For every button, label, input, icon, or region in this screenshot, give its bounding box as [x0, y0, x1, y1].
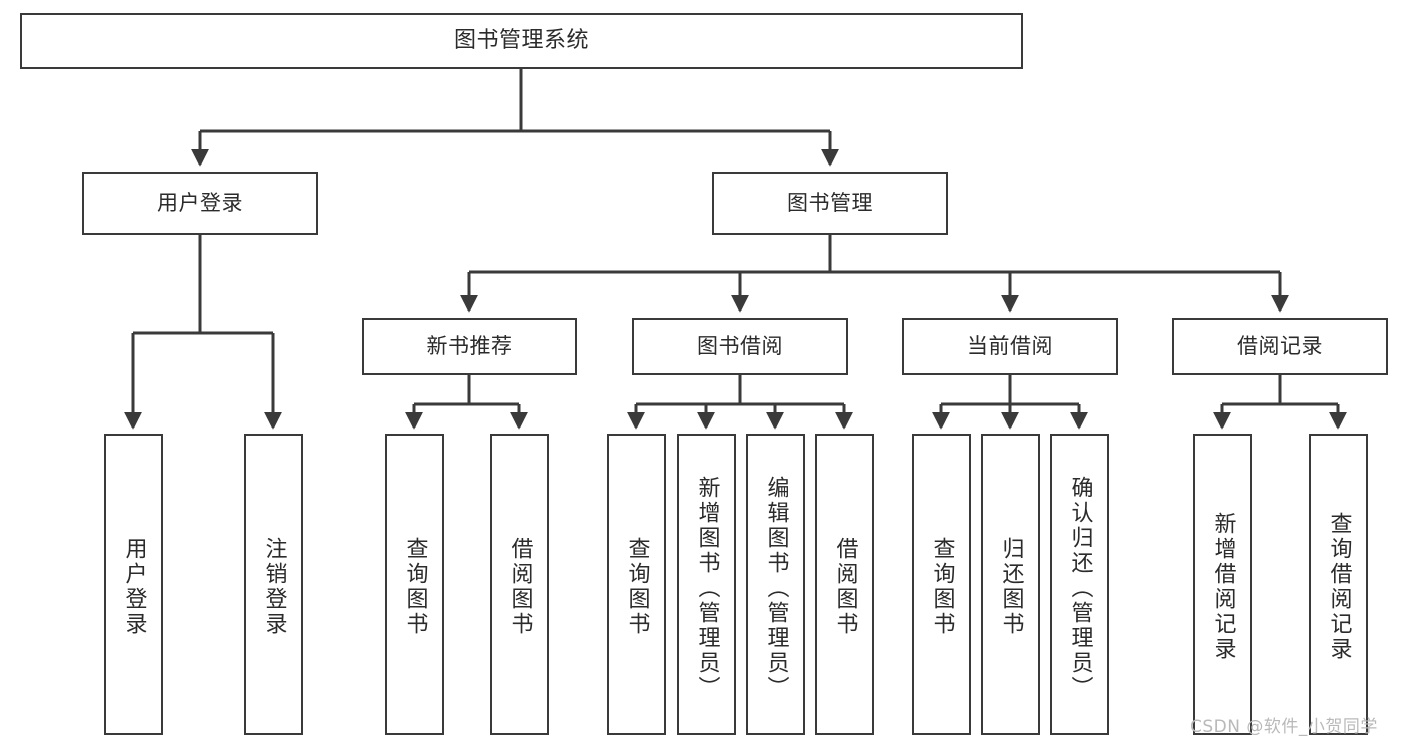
node-label: 用户登录: [121, 536, 147, 637]
leaf-edit-book-admin[interactable]: 编辑图书（管理员）: [746, 434, 805, 735]
node-label: 新增借阅记录: [1210, 511, 1236, 662]
node-label: 新书推荐: [426, 334, 513, 359]
node-user-login[interactable]: 用户登录: [82, 172, 318, 235]
leaf-return-book[interactable]: 归还图书: [981, 434, 1040, 735]
leaf-confirm-return-admin[interactable]: 确认归还（管理员）: [1050, 434, 1109, 735]
node-label: 借阅图书: [507, 536, 533, 637]
node-label: 查询图书: [624, 536, 650, 637]
leaf-query-book-current[interactable]: 查询图书: [912, 434, 971, 735]
leaf-add-borrow-record[interactable]: 新增借阅记录: [1193, 434, 1252, 735]
node-root-book-management-system[interactable]: 图书管理系统: [20, 13, 1023, 69]
leaf-query-book-recommend[interactable]: 查询图书: [385, 434, 444, 735]
node-label: 借阅记录: [1237, 334, 1323, 359]
leaf-logout-login[interactable]: 注销登录: [244, 434, 303, 735]
node-label: 新增图书（管理员）: [694, 476, 720, 701]
node-label: 用户登录: [157, 191, 243, 216]
leaf-query-borrow-record[interactable]: 查询借阅记录: [1309, 434, 1368, 735]
leaf-user-login[interactable]: 用户登录: [104, 434, 163, 735]
node-label: 注销登录: [261, 536, 287, 637]
leaf-add-book-admin[interactable]: 新增图书（管理员）: [677, 434, 736, 735]
leaf-query-book-borrow[interactable]: 查询图书: [607, 434, 666, 735]
leaf-borrow-book[interactable]: 借阅图书: [815, 434, 874, 735]
node-label: 查询借阅记录: [1326, 511, 1352, 662]
node-book-borrow[interactable]: 图书借阅: [632, 318, 848, 375]
node-current-borrow[interactable]: 当前借阅: [902, 318, 1118, 375]
node-label: 查询图书: [402, 536, 428, 637]
node-label: 图书管理: [787, 191, 873, 216]
node-label: 确认归还（管理员）: [1067, 476, 1093, 701]
node-label: 当前借阅: [967, 334, 1053, 359]
node-borrow-record[interactable]: 借阅记录: [1172, 318, 1388, 375]
node-label: 图书借阅: [697, 334, 783, 359]
leaf-borrow-book-recommend[interactable]: 借阅图书: [490, 434, 549, 735]
node-label: 借阅图书: [832, 536, 858, 637]
node-new-book-recommend[interactable]: 新书推荐: [362, 318, 577, 375]
node-label: 查询图书: [929, 536, 955, 637]
node-label: 图书管理系统: [453, 28, 589, 54]
node-book-management[interactable]: 图书管理: [712, 172, 948, 235]
node-label: 编辑图书（管理员）: [763, 476, 789, 701]
node-label: 归还图书: [998, 536, 1024, 637]
